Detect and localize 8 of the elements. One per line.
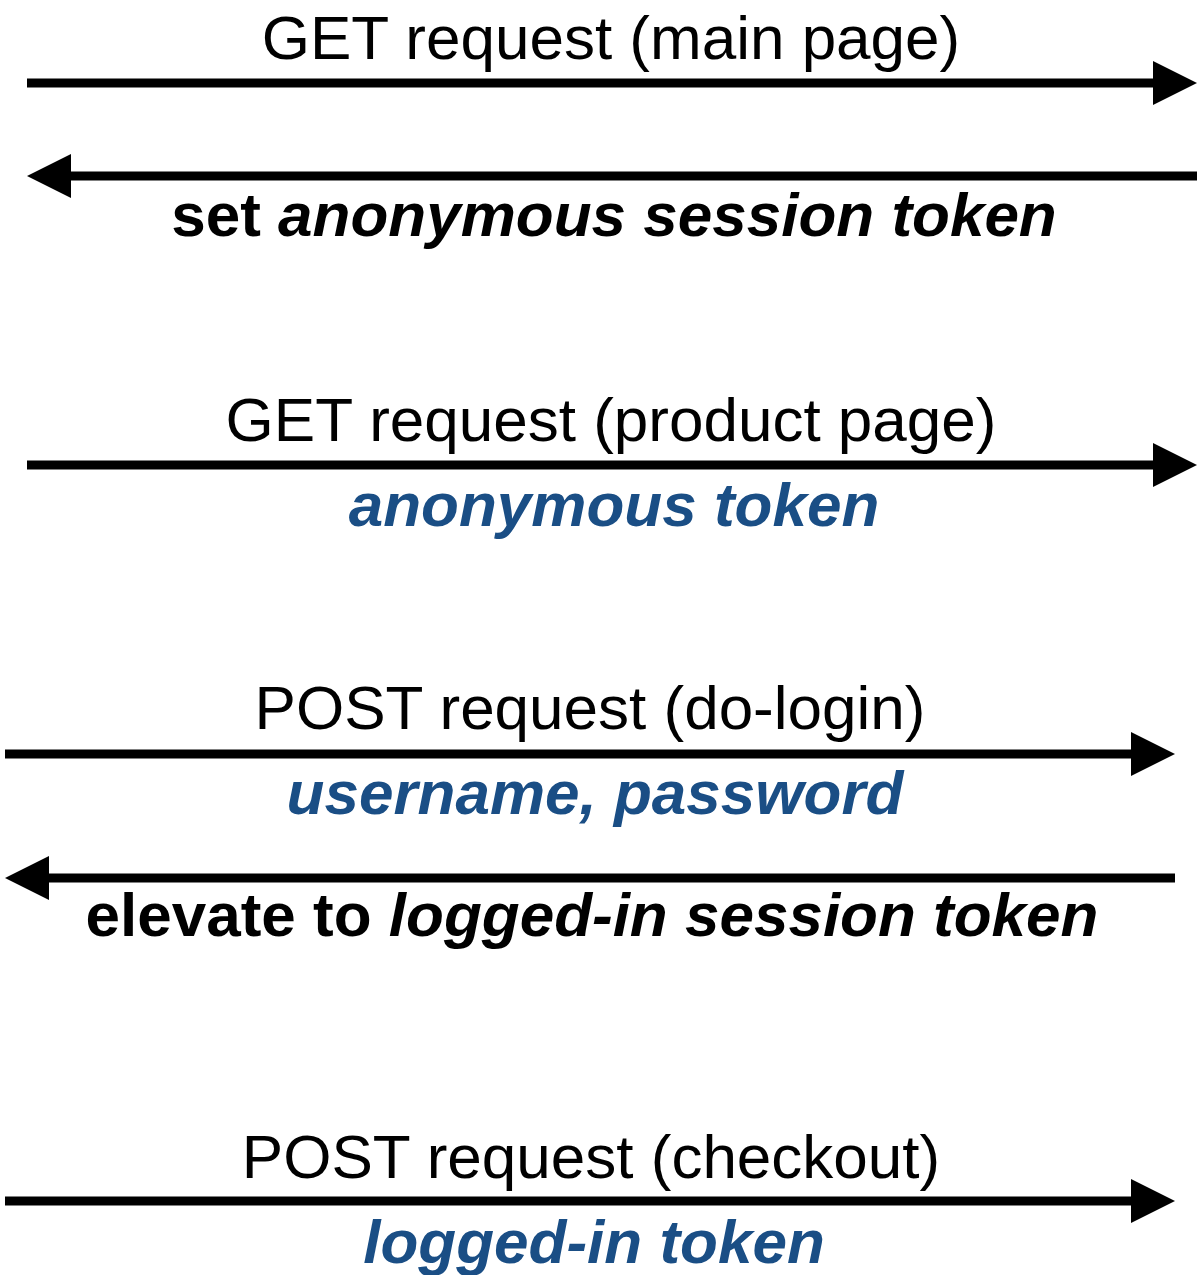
message-label: elevate to logged-in session token: [85, 880, 1099, 950]
message-label: POST request (do-login): [254, 673, 926, 743]
message-label: set anonymous session token: [171, 180, 1057, 250]
message-label: GET request (product page): [225, 385, 997, 455]
message-label: GET request (main page): [261, 3, 961, 73]
token-label: anonymous token: [348, 470, 880, 540]
token-label: username, password: [286, 758, 904, 828]
message-label: POST request (checkout): [241, 1122, 941, 1192]
